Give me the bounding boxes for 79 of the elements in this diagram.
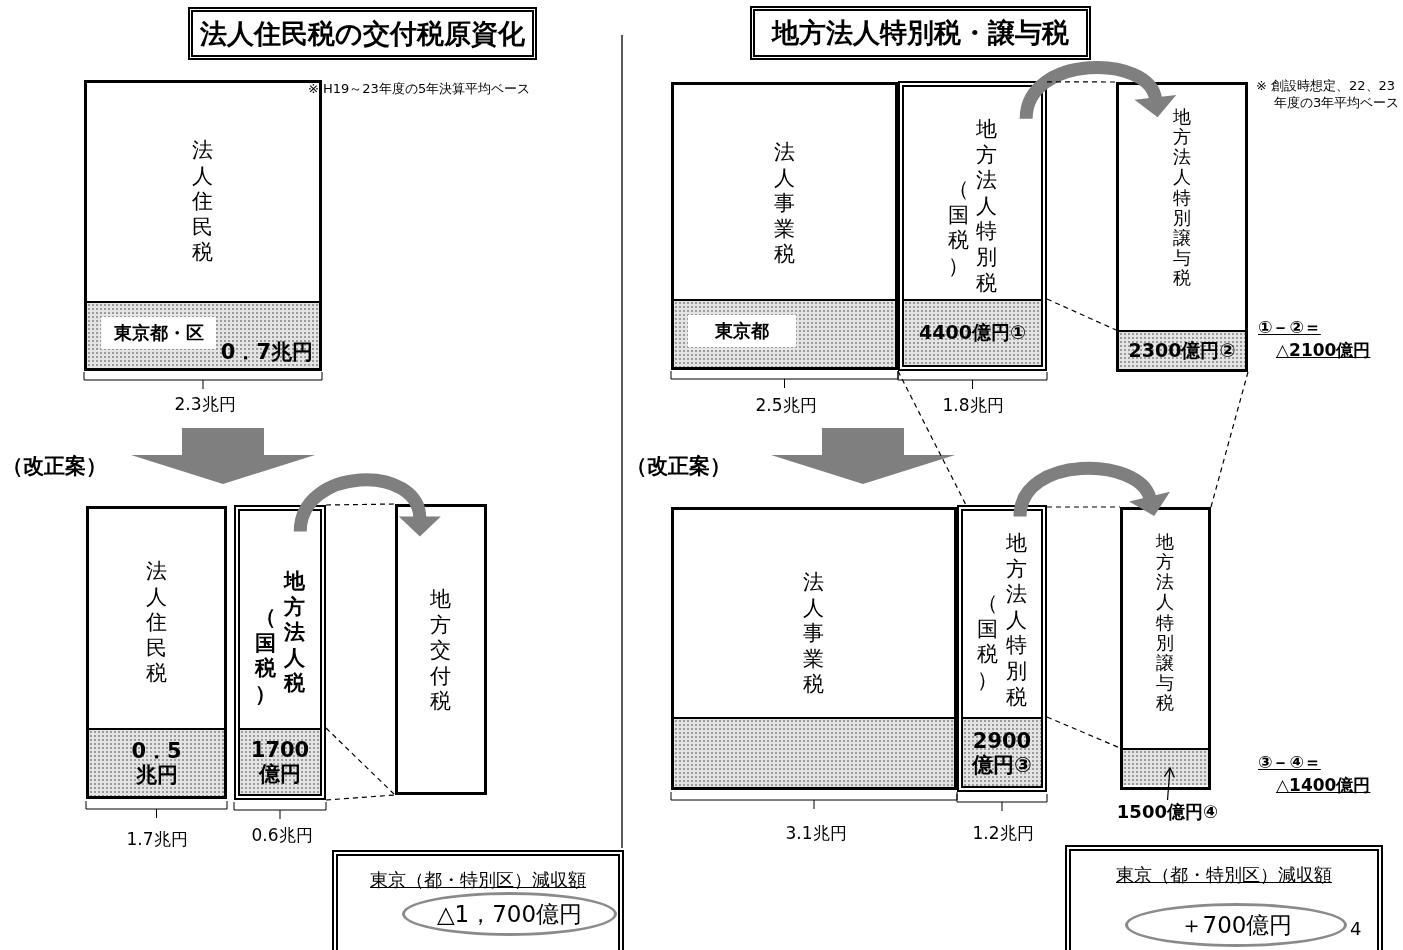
amount-text: 2900 億円③ — [970, 728, 1033, 777]
dashed-line — [1210, 371, 1249, 508]
dashed-line — [1046, 81, 1117, 83]
amount-text: ＋700億円 — [1179, 910, 1293, 940]
title-text: 地方法人特別税・譲与税 — [772, 16, 1069, 50]
dashed-line — [1046, 506, 1121, 508]
note: ※ H19～23年度の5年決算平均ベース — [308, 80, 532, 98]
shaded-band — [674, 299, 895, 367]
proposal-heading: （改正案） — [626, 453, 732, 480]
tax-bar — [671, 82, 898, 370]
bar-label: （国税） — [947, 177, 970, 280]
dashed-line — [325, 794, 396, 801]
dimension-label: 2.3兆円 — [173, 393, 237, 416]
result-box — [332, 850, 624, 950]
title-box — [188, 7, 537, 60]
difference-text: ①－②＝ △2100億円 — [1258, 316, 1372, 362]
bar-label: 法人住民税 — [191, 138, 214, 267]
dimension-label: 1.2兆円 — [971, 822, 1035, 845]
bar-label: （国税） — [254, 605, 277, 708]
difference-text: ③－④＝ △1400億円 — [1258, 751, 1372, 797]
bar-label: （国税） — [976, 591, 999, 694]
proposal-heading: （改正案） — [2, 453, 108, 480]
bar-label: 地方交付税 — [429, 587, 452, 716]
amount-ellipse — [402, 892, 617, 936]
shaded-band — [963, 717, 1041, 786]
tax-bar — [898, 81, 1047, 371]
amount-text: 0．7兆円 — [220, 339, 313, 366]
dashed-line — [1046, 716, 1121, 749]
leader-line — [1163, 767, 1175, 801]
amount-text: 0．5 兆円 — [130, 738, 183, 788]
bar-label: 法人事業税 — [802, 570, 825, 699]
dimension-label: 1.7兆円 — [125, 828, 189, 851]
amount-text: 4400億円① — [918, 322, 1027, 344]
bar-label: 法人事業税 — [773, 140, 796, 269]
heading-text: 東京（都・特別区）減収額 — [369, 868, 587, 892]
result-box — [1065, 845, 1383, 950]
curved-arrow — [293, 473, 441, 537]
tax-bar — [957, 505, 1047, 792]
bar-label: 地方法人特別税 — [975, 117, 998, 297]
curved-arrow — [1013, 462, 1169, 518]
amount-text: △1，700億円 — [436, 899, 583, 929]
heading-text: 東京（都・特別区）減収額 — [1115, 863, 1333, 887]
dashed-line — [325, 503, 396, 506]
dashed-line — [1046, 298, 1117, 331]
tax-bar — [234, 505, 326, 800]
region-label: 東京都 — [688, 315, 796, 347]
amount-ellipse — [1125, 903, 1347, 947]
tax-bar — [1116, 82, 1248, 372]
amount-text: 1700 億円 — [249, 737, 311, 787]
amount-text: 1500億円④ — [1116, 800, 1219, 824]
tax-bar — [671, 507, 957, 790]
shaded-band — [904, 299, 1041, 365]
page-number: 4 — [1350, 918, 1363, 939]
dimension-label: 3.1兆円 — [784, 822, 848, 845]
bar-label: 地方法人税 — [283, 569, 306, 698]
shaded-band — [89, 728, 224, 796]
amount-text: 2300億円② — [1127, 339, 1237, 362]
bar-label: 法人住民税 — [145, 559, 168, 688]
title-text: 法人住民税の交付税原資化 — [200, 16, 525, 51]
dimension-label: 1.8兆円 — [941, 394, 1005, 417]
region-label: 東京都・区 — [101, 317, 216, 349]
bar-label: 地方法人特別譲与税 — [1172, 107, 1192, 289]
title-box — [750, 6, 1091, 60]
tax-bar — [395, 504, 487, 795]
dashed-line — [325, 727, 396, 796]
note: ※ 創設時想定、22、23年度の3年平均ベース — [1256, 78, 1401, 112]
dimension-label: 0.6兆円 — [250, 824, 314, 847]
bar-label: 地方法人特別譲与税 — [1156, 532, 1175, 714]
dimension-label: 2.5兆円 — [754, 394, 818, 417]
shaded-band — [674, 717, 954, 787]
tax-bar — [86, 506, 227, 799]
bar-label: 地方法人特別税 — [1005, 531, 1028, 711]
shaded-band — [1123, 748, 1208, 785]
shaded-band — [240, 728, 320, 794]
tax-bar — [84, 80, 322, 371]
dashed-line — [897, 370, 967, 506]
shaded-band — [87, 301, 319, 368]
tax-bar — [1120, 507, 1211, 790]
shaded-band — [1119, 330, 1245, 369]
